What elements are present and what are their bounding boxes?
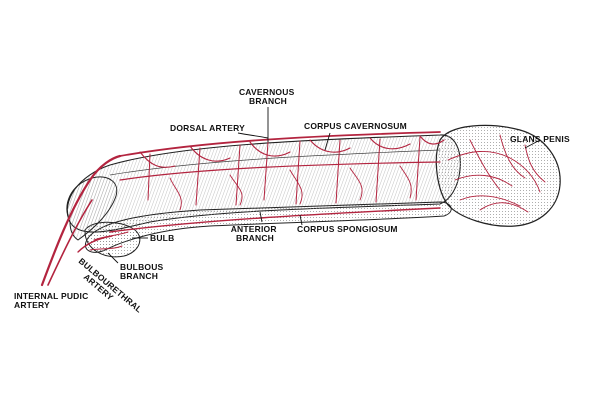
dorsal-artery-label: DORSAL ARTERY: [170, 123, 245, 133]
corpus-cavernosum-label: CORPUS CAVERNOSUM: [304, 121, 407, 131]
bulb-label: BULB: [150, 233, 174, 243]
anterior-branch-label: ANTERIOR BRANCH: [231, 224, 280, 243]
cavernous-branch-label: CAVERNOUS BRANCH: [239, 87, 297, 106]
glans-penis-label: GLANS PENIS: [510, 134, 570, 144]
corpus-spongiosum-label: CORPUS SPONGIOSUM: [297, 224, 398, 234]
bulbous-branch-label: BULBOUS BRANCH: [120, 262, 166, 281]
internal-pudic-artery-label: INTERNAL PUDIC ARTERY: [14, 291, 91, 310]
